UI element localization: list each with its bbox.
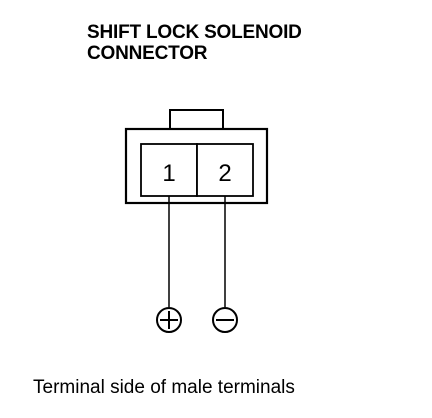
terminal-cavity-2 <box>196 143 254 197</box>
diagram-title: SHIFT LOCK SOLENOID CONNECTOR <box>87 22 302 64</box>
minus-icon <box>212 307 238 333</box>
terminal-1-label: 1 <box>162 160 175 187</box>
diagram-title-line-1: SHIFT LOCK SOLENOID <box>87 22 302 43</box>
terminal-2-label: 2 <box>218 160 231 187</box>
connector-lock-tab <box>169 109 224 131</box>
diagram-title-line-2: CONNECTOR <box>87 43 208 64</box>
diagram-caption: Terminal side of male terminals <box>33 377 295 398</box>
plus-icon <box>156 307 182 333</box>
